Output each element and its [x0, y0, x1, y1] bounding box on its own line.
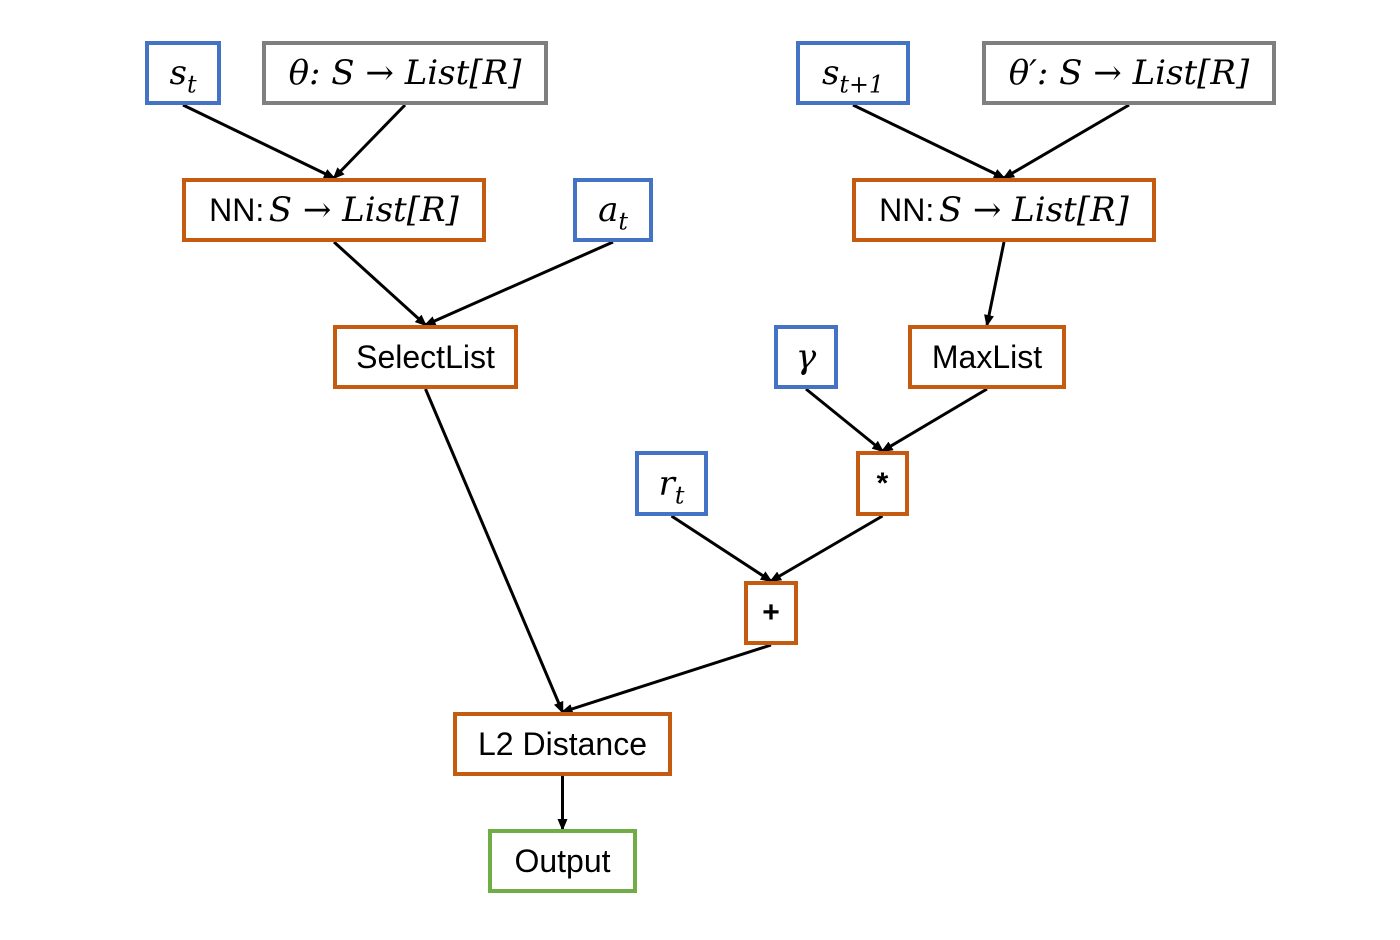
- select-list-label: SelectList: [356, 338, 495, 375]
- node-nn-left: NN: S → List[R]: [182, 178, 486, 242]
- node-gamma: γ: [774, 325, 838, 389]
- node-add: +: [744, 581, 798, 645]
- node-theta: θ: S → List[R]: [262, 41, 548, 105]
- nn-left-prefix: NN:: [209, 191, 265, 228]
- edge-a-t-to-select-list: [423, 240, 614, 327]
- nn-left-expr: S → List[R]: [268, 190, 459, 230]
- node-nn-right: NN: S → List[R]: [852, 178, 1156, 242]
- theta-prime-label: θ′: S → List[R]: [1008, 53, 1250, 93]
- theta-label: θ: S → List[R]: [288, 53, 522, 93]
- edge-theta-to-nn-left: [332, 103, 407, 180]
- edge-gamma-to-multiply: [805, 387, 885, 453]
- multiply-label: *: [876, 466, 889, 500]
- edge-multiply-to-add: [769, 514, 884, 583]
- add-label: +: [762, 596, 780, 629]
- node-theta-prime: θ′: S → List[R]: [982, 41, 1276, 105]
- s-t-plus-1-label: st+1: [821, 53, 885, 99]
- node-a-t: at: [573, 178, 653, 242]
- r-t-label: rt: [658, 463, 685, 509]
- node-max-list: MaxList: [908, 325, 1066, 389]
- nn-right-expr: S → List[R]: [938, 190, 1129, 230]
- edge-theta-prime-to-nn-right: [1002, 103, 1130, 180]
- node-multiply: *: [856, 451, 909, 516]
- nn-right-prefix: NN:: [879, 191, 935, 228]
- output-label: Output: [514, 842, 611, 879]
- node-output: Output: [488, 829, 637, 893]
- max-list-label: MaxList: [931, 338, 1043, 375]
- edge-s-t1-to-nn-right: [852, 103, 1006, 180]
- node-r-t: rt: [635, 451, 708, 516]
- node-l2-distance: L2 Distance: [453, 712, 672, 776]
- edge-max-list-to-multiply: [880, 387, 988, 453]
- edge-nn-left-to-select-list: [332, 240, 427, 327]
- node-s-t: st: [145, 41, 221, 105]
- edge-select-list-to-l2-distance: [424, 388, 564, 714]
- gamma-label: γ: [795, 337, 817, 377]
- edge-s-t-to-nn-left: [182, 103, 336, 180]
- s-t-label: st: [169, 53, 197, 99]
- l2-distance-label: L2 Distance: [478, 725, 647, 762]
- a-t-label: at: [598, 190, 628, 236]
- node-s-t-plus-1: st+1: [796, 41, 910, 105]
- edge-r-t-to-add: [670, 514, 773, 583]
- node-select-list: SelectList: [333, 325, 518, 389]
- edge-nn-right-to-max-list: [984, 241, 1006, 327]
- edge-add-to-l2-distance: [560, 643, 772, 714]
